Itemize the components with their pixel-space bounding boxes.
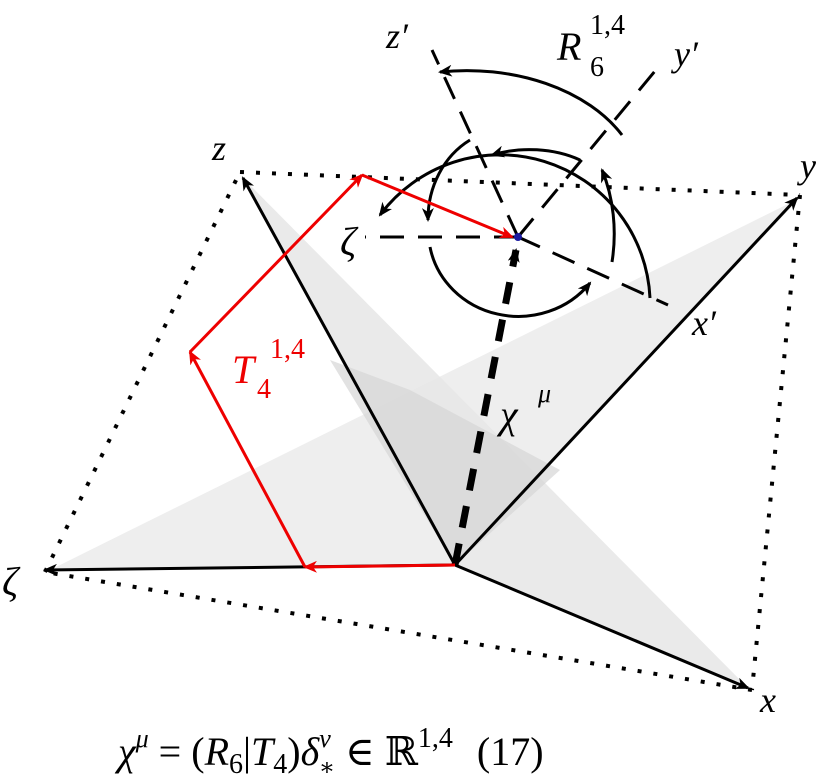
svg-text:χμ = (R6|T4)δν∗ ∈ ℝ1,4(17): χμ = (R6|T4)δν∗ ∈ ℝ1,4(17) bbox=[114, 723, 544, 778]
equation: χμ = (R6|T4)δν∗ ∈ ℝ1,4(17) bbox=[114, 723, 544, 778]
axis-x bbox=[454, 563, 750, 690]
label-z-prime: z′ bbox=[385, 16, 409, 56]
axis-z-prime bbox=[430, 49, 520, 238]
svg-text:4: 4 bbox=[257, 374, 271, 405]
svg-text:R: R bbox=[556, 24, 581, 69]
label-x: x bbox=[759, 680, 776, 720]
label-zeta-left: ζ bbox=[2, 559, 21, 604]
label-chi: χ μ bbox=[496, 379, 551, 437]
label-zeta-top: ζ bbox=[340, 219, 359, 264]
plane-z-x bbox=[240, 175, 748, 688]
translation-path bbox=[188, 173, 514, 573]
label-x-prime: x′ bbox=[691, 303, 717, 343]
label-translation: T 4 1,4 bbox=[232, 334, 305, 405]
label-z: z bbox=[211, 128, 226, 168]
svg-text:χ: χ bbox=[496, 392, 519, 437]
axis-x-prime bbox=[517, 235, 669, 307]
svg-text:μ: μ bbox=[537, 379, 551, 408]
axis-y bbox=[453, 196, 799, 567]
svg-text:1,4: 1,4 bbox=[270, 334, 305, 365]
label-rotation: R 6 1,4 bbox=[556, 10, 625, 83]
svg-text:6: 6 bbox=[590, 52, 604, 83]
primed-axes bbox=[365, 49, 669, 307]
dotted-frame bbox=[43, 170, 802, 692]
label-y-prime: y′ bbox=[671, 34, 699, 74]
origin-dot bbox=[514, 233, 522, 241]
axis-z bbox=[241, 176, 457, 566]
label-y: y bbox=[797, 146, 816, 186]
rotation-arcs bbox=[378, 64, 652, 318]
svg-text:1,4: 1,4 bbox=[590, 10, 625, 41]
chi-vector bbox=[451, 248, 520, 566]
svg-text:T: T bbox=[232, 347, 257, 392]
